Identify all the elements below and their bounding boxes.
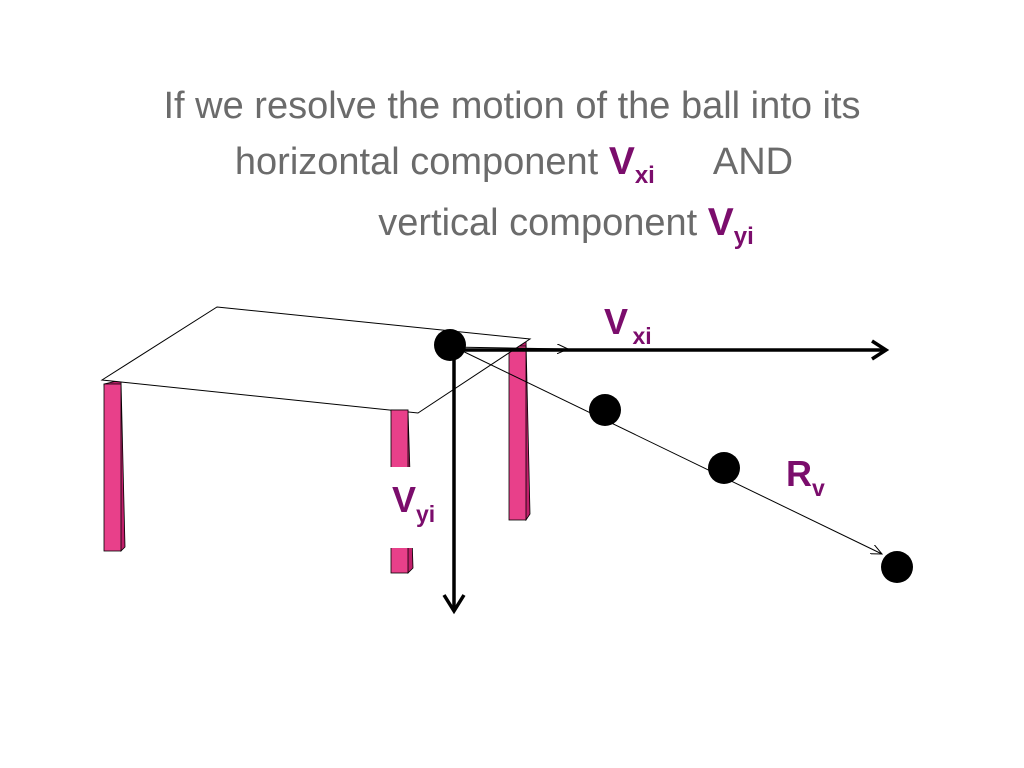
rv-label-sub: v — [812, 475, 825, 501]
table-leg-back-left — [103, 379, 126, 552]
trajectory-arrow-resultant — [449, 344, 882, 554]
vyi-label: Vyi — [392, 479, 435, 527]
table-leg-front — [388, 409, 416, 574]
vxi-label-main: V — [604, 301, 629, 342]
vxi-subscript: xi — [634, 162, 655, 189]
vxi-label-sub: xi — [632, 323, 652, 349]
vyi-subscript: yi — [733, 223, 754, 250]
vertical-velocity-arrow — [442, 346, 466, 615]
vertical-component-text: vertical component — [378, 202, 698, 244]
ball-position-4 — [881, 551, 913, 583]
vyi-symbol: V — [707, 201, 734, 244]
vxi-symbol: V — [608, 140, 635, 183]
title-line-2: horizontal component Vxi AND — [0, 134, 1024, 195]
vxi-label: V xi — [604, 301, 652, 349]
and-text: AND — [712, 141, 794, 183]
slide-title: If we resolve the motion of the ball int… — [0, 78, 1024, 256]
ball-start — [434, 329, 466, 361]
vyi-label-sub: yi — [416, 501, 436, 527]
title-line-3: vertical component Vyi — [0, 195, 1024, 256]
horizontal-velocity-arrow — [450, 339, 890, 361]
rv-label: Rv — [786, 453, 825, 501]
table-top — [100, 306, 532, 414]
title-line-1: If we resolve the motion of the ball int… — [163, 85, 861, 127]
table-leg-back-right — [508, 339, 531, 522]
ball-position-2 — [589, 394, 621, 426]
horizontal-component-text: horizontal component — [234, 141, 599, 183]
vyi-label-main: V — [392, 479, 417, 520]
rv-label-main: R — [786, 453, 812, 494]
ball-position-3 — [708, 452, 740, 484]
